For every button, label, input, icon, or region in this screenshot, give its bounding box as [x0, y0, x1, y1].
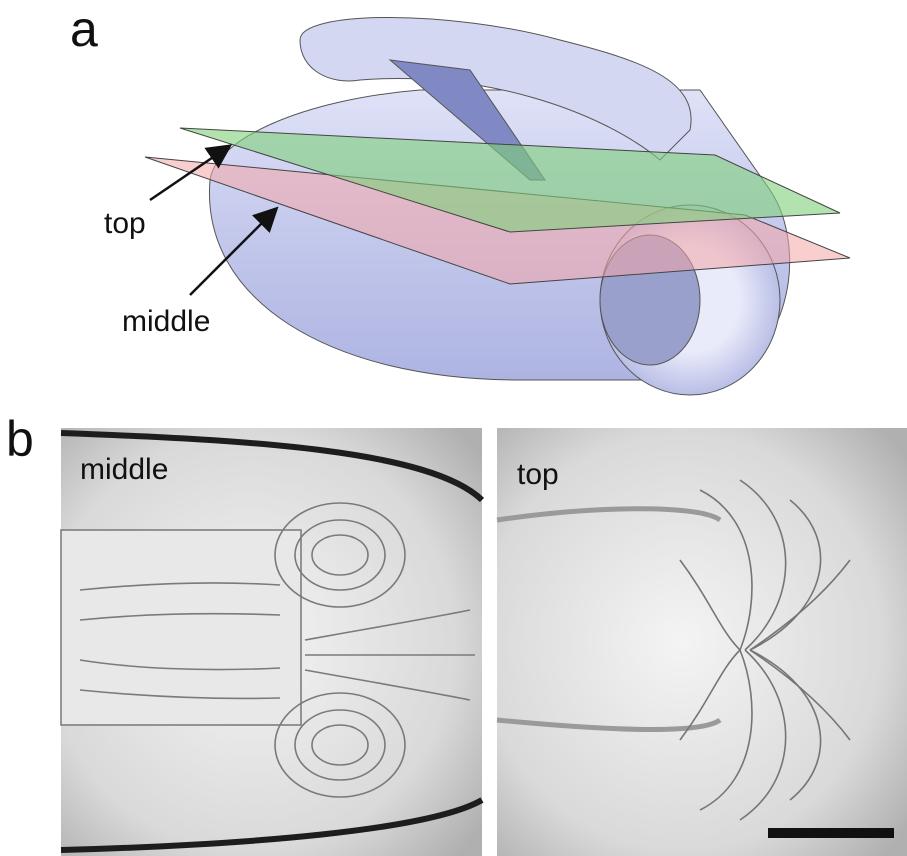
micrograph-middle-label: middle	[80, 455, 168, 485]
micrograph-top	[497, 428, 907, 856]
scale-bar	[768, 828, 894, 838]
micrograph-top-label: top	[517, 460, 559, 490]
micrograph-middle	[61, 428, 482, 856]
